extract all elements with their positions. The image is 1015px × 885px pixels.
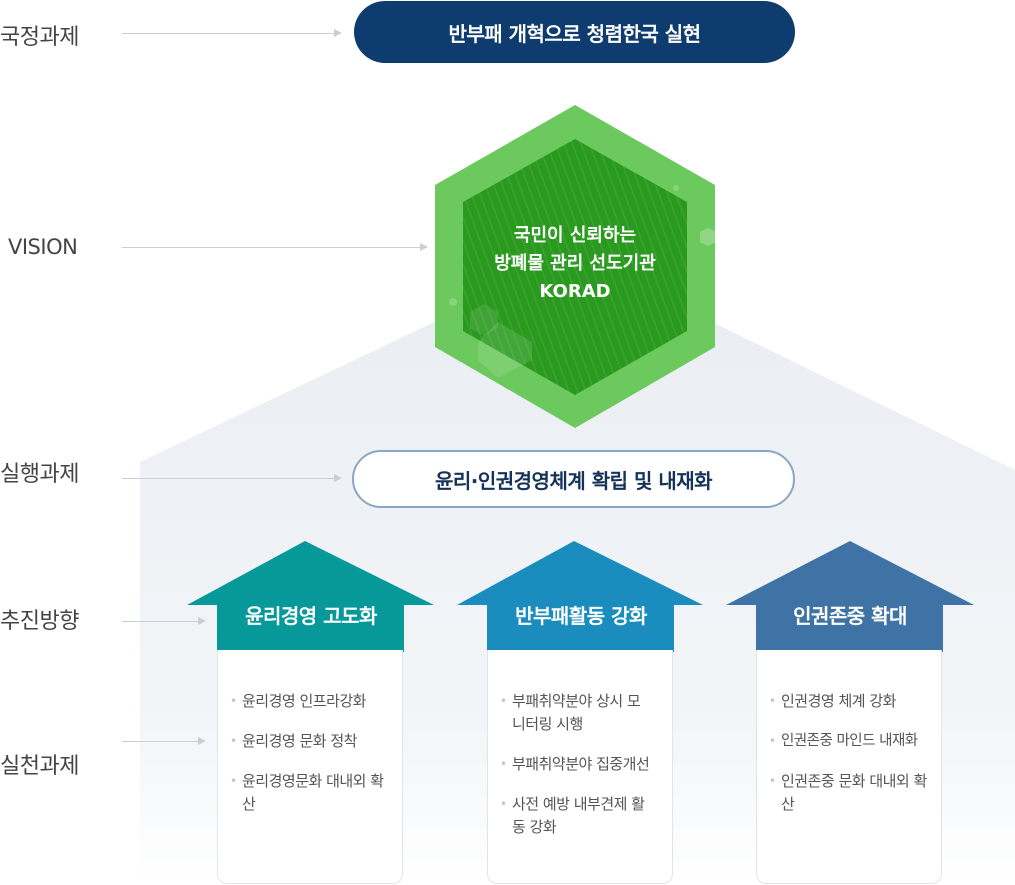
practice-card-human-rights: 인권경영 체계 강화 인권존중 마인드 내재화 인권존중 문화 대내외 확산 [756,650,942,884]
direction-title-anticorruption: 반부패활동 강화 [515,604,647,628]
practice-card-ethics: 윤리경영 인프라강화 윤리경영 문화 정착 윤리경영문화 대내외 확산 [217,650,403,884]
direction-title-ethics: 윤리경영 고도화 [245,604,377,628]
direction-title-human-rights: 인권존중 확대 [793,604,907,628]
list-item: 사전 예방 내부견제 활동 강화 [500,793,652,839]
label-vision: VISION [8,235,78,259]
connector-arrowhead [420,243,428,251]
direction-arrow-human-rights [726,541,974,652]
list-item: 인권존중 문화 대내외 확산 [769,770,931,816]
connector-line [122,247,420,248]
connector-arrowhead [334,29,342,37]
direction-arrow-anticorruption [457,541,703,652]
connector-arrowhead [198,737,206,745]
vision-line-3: KORAD [539,281,611,302]
vision-line-2: 방폐물 관리 선도기관 [494,253,656,274]
label-national-task: 국정과제 [0,25,79,50]
connector-arrowhead [198,617,206,625]
national-task-pill: 반부패 개혁으로 청렴한국 실현 [354,1,795,63]
list-item: 부패취약분야 집중개선 [500,753,672,776]
list-item: 인권경영 체계 강화 [769,690,941,713]
list-item: 윤리경영문화 대내외 확산 [230,770,392,816]
practice-card-anticorruption: 부패취약분야 상시 모니터링 시행 부패취약분야 집중개선 사전 예방 내부견제… [487,650,673,884]
connector-arrowhead [334,474,342,482]
connector-line [122,741,198,742]
connector-line [122,621,198,622]
direction-arrow-ethics [187,541,434,652]
list-item: 윤리경영 인프라강화 [230,690,402,713]
list-item: 윤리경영 문화 정착 [230,730,402,753]
list-item: 부패취약분야 상시 모니터링 시행 [500,690,652,736]
label-practice-task: 실천과제 [0,754,79,779]
connector-line [122,33,334,34]
vision-statement: 국민이 신뢰하는 방폐물 관리 선도기관 KORAD [455,222,695,306]
connector-line [122,478,334,479]
list-item: 인권존중 마인드 내재화 [769,730,941,753]
label-execution-task: 실행과제 [0,462,79,487]
vision-line-1: 국민이 신뢰하는 [513,225,637,246]
execution-task-pill: 윤리·인권경영체계 확립 및 내재화 [352,450,795,508]
label-direction: 추진방향 [0,609,79,634]
